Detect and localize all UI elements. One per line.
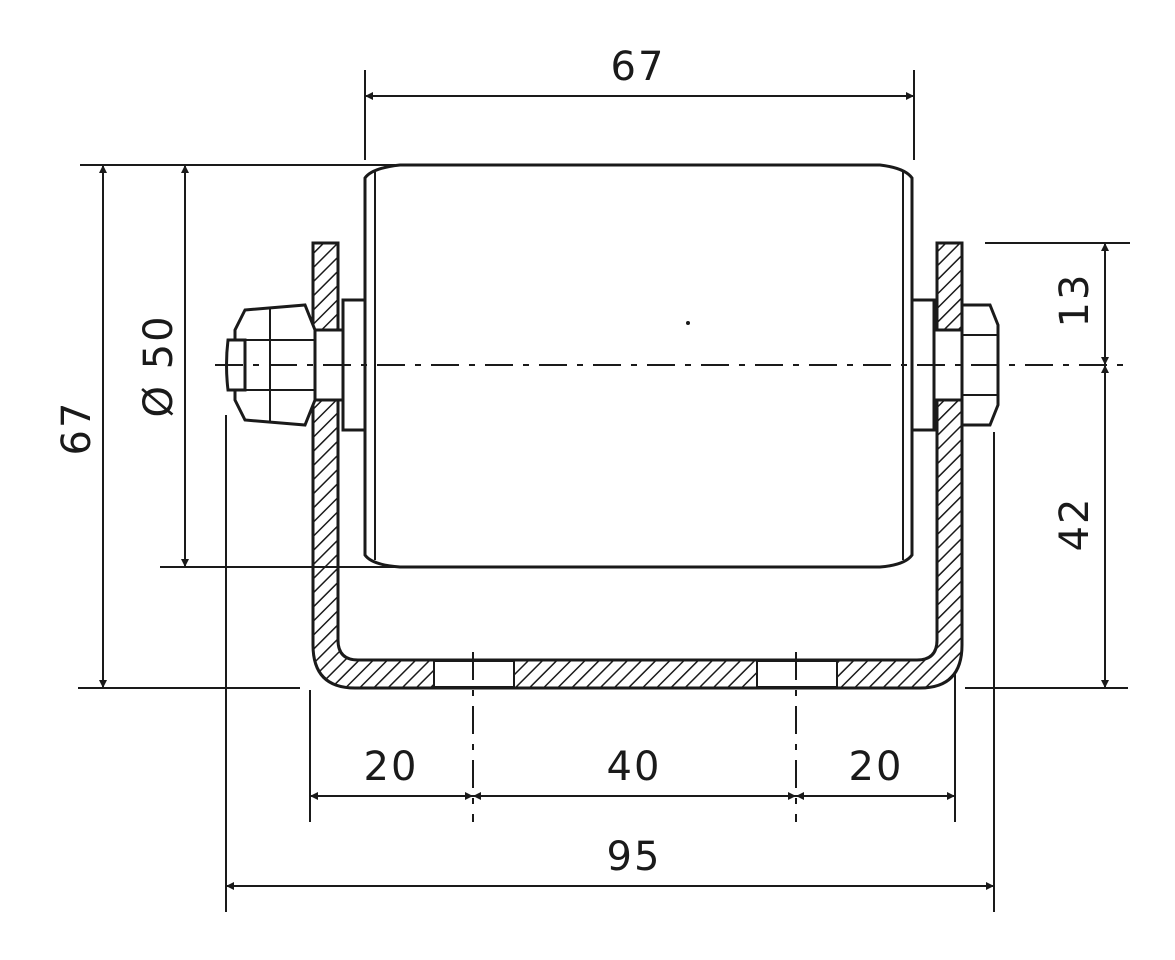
- dim-left-span: 20: [364, 744, 419, 790]
- dim-lower-height: 42: [1052, 497, 1098, 552]
- dim-diameter: Ø 50: [136, 314, 182, 417]
- roller-body: [363, 163, 914, 569]
- dim-middle-span: 40: [607, 744, 662, 790]
- dim-overall-width: 95: [607, 834, 662, 880]
- bracket-section: [311, 241, 964, 690]
- extension-lines: [78, 70, 1130, 912]
- dimension-lines: [99, 92, 1109, 890]
- dim-upper-offset: 13: [1052, 273, 1098, 328]
- dim-top-width: 67: [611, 44, 666, 90]
- dim-overall-height: 67: [54, 401, 100, 456]
- centerlines: [215, 364, 1130, 822]
- dim-right-span: 20: [849, 744, 904, 790]
